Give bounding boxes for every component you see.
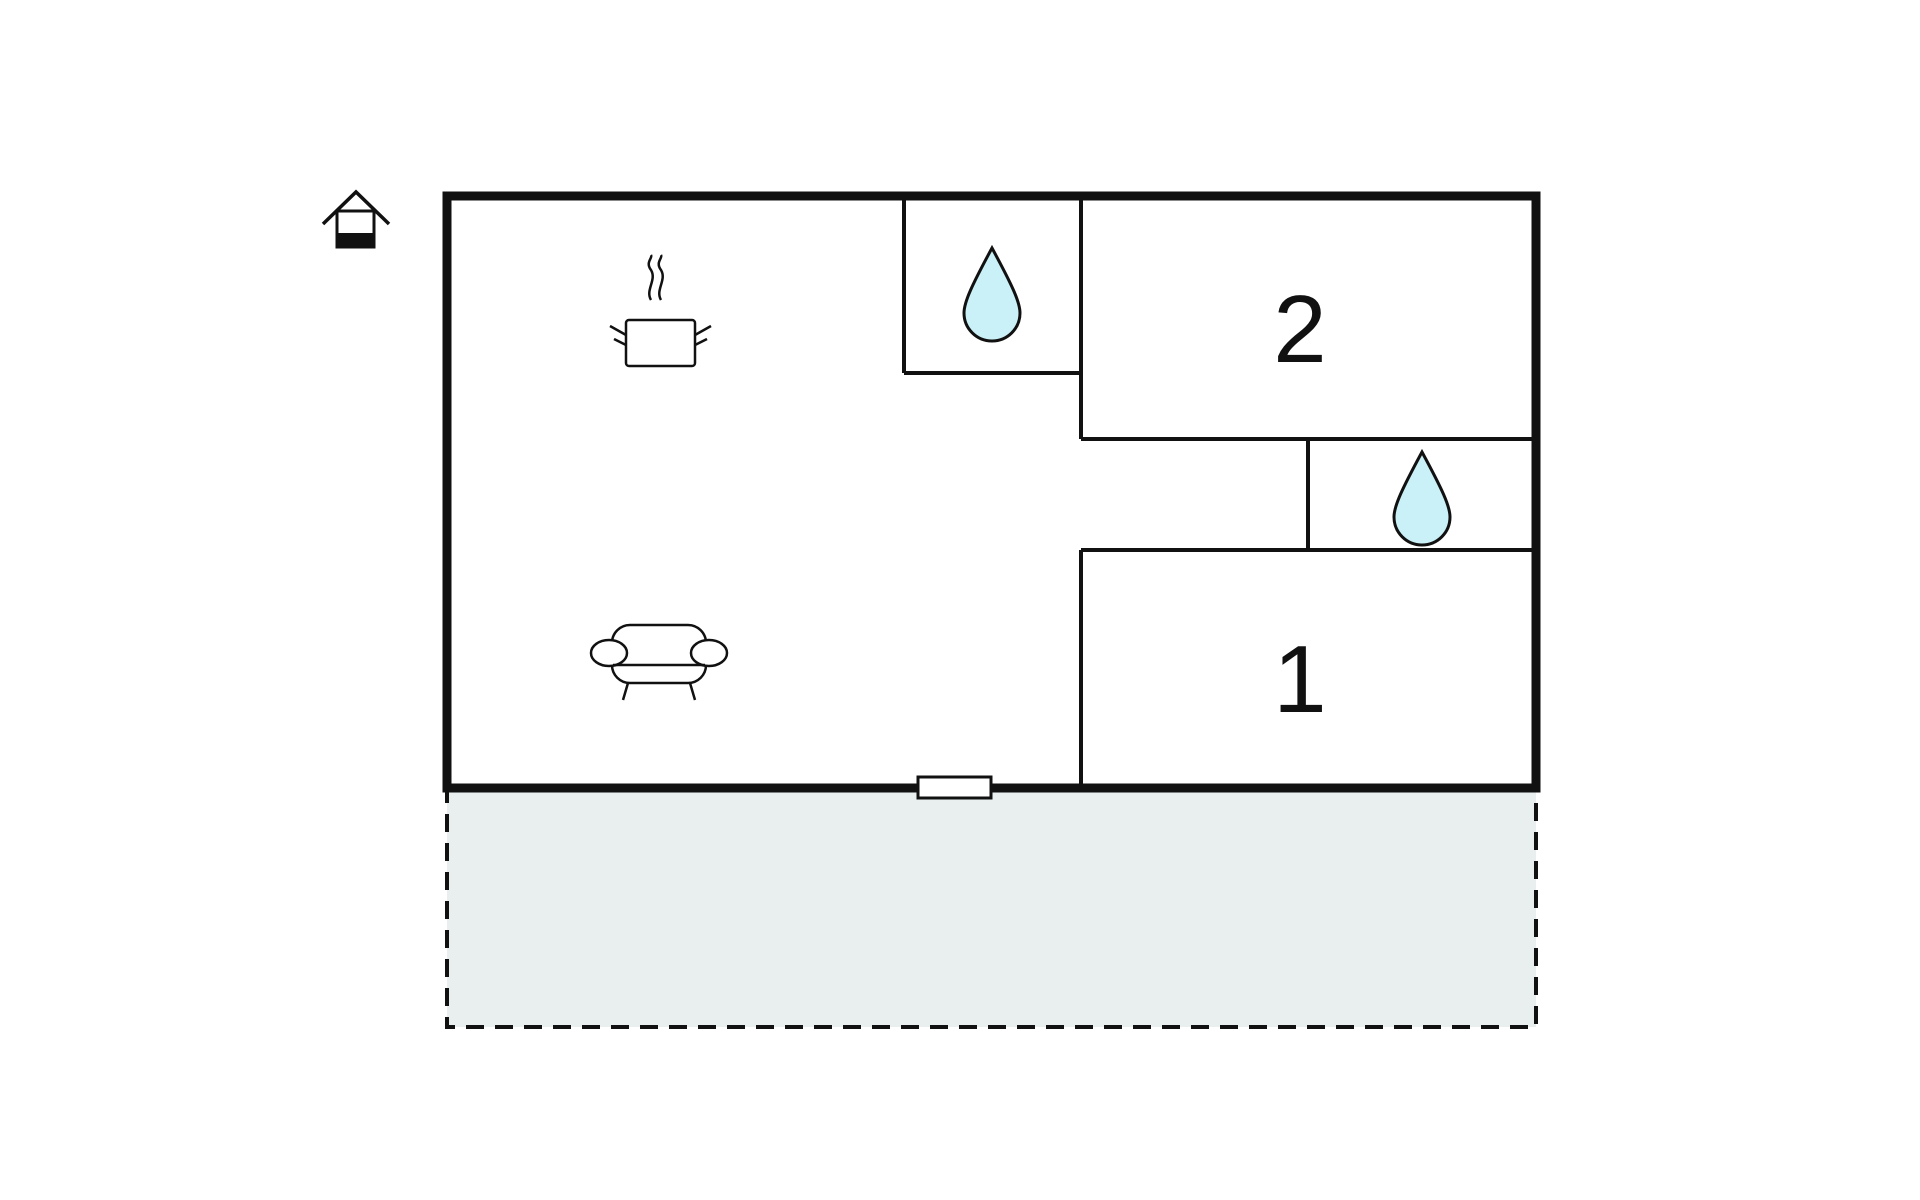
cooking-pot-icon (609, 254, 712, 368)
water-drop-icon (962, 244, 1022, 343)
house-entrance-icon (321, 189, 391, 249)
sofa-icon (589, 623, 729, 701)
water-drop-icon (1392, 448, 1452, 547)
terrace-area (445, 788, 1538, 1029)
room-label-bedroom-1: 1 (1273, 626, 1326, 733)
room-label-bedroom-2: 2 (1273, 276, 1326, 383)
interior-walls (902, 200, 1532, 784)
door-icon (916, 775, 993, 800)
